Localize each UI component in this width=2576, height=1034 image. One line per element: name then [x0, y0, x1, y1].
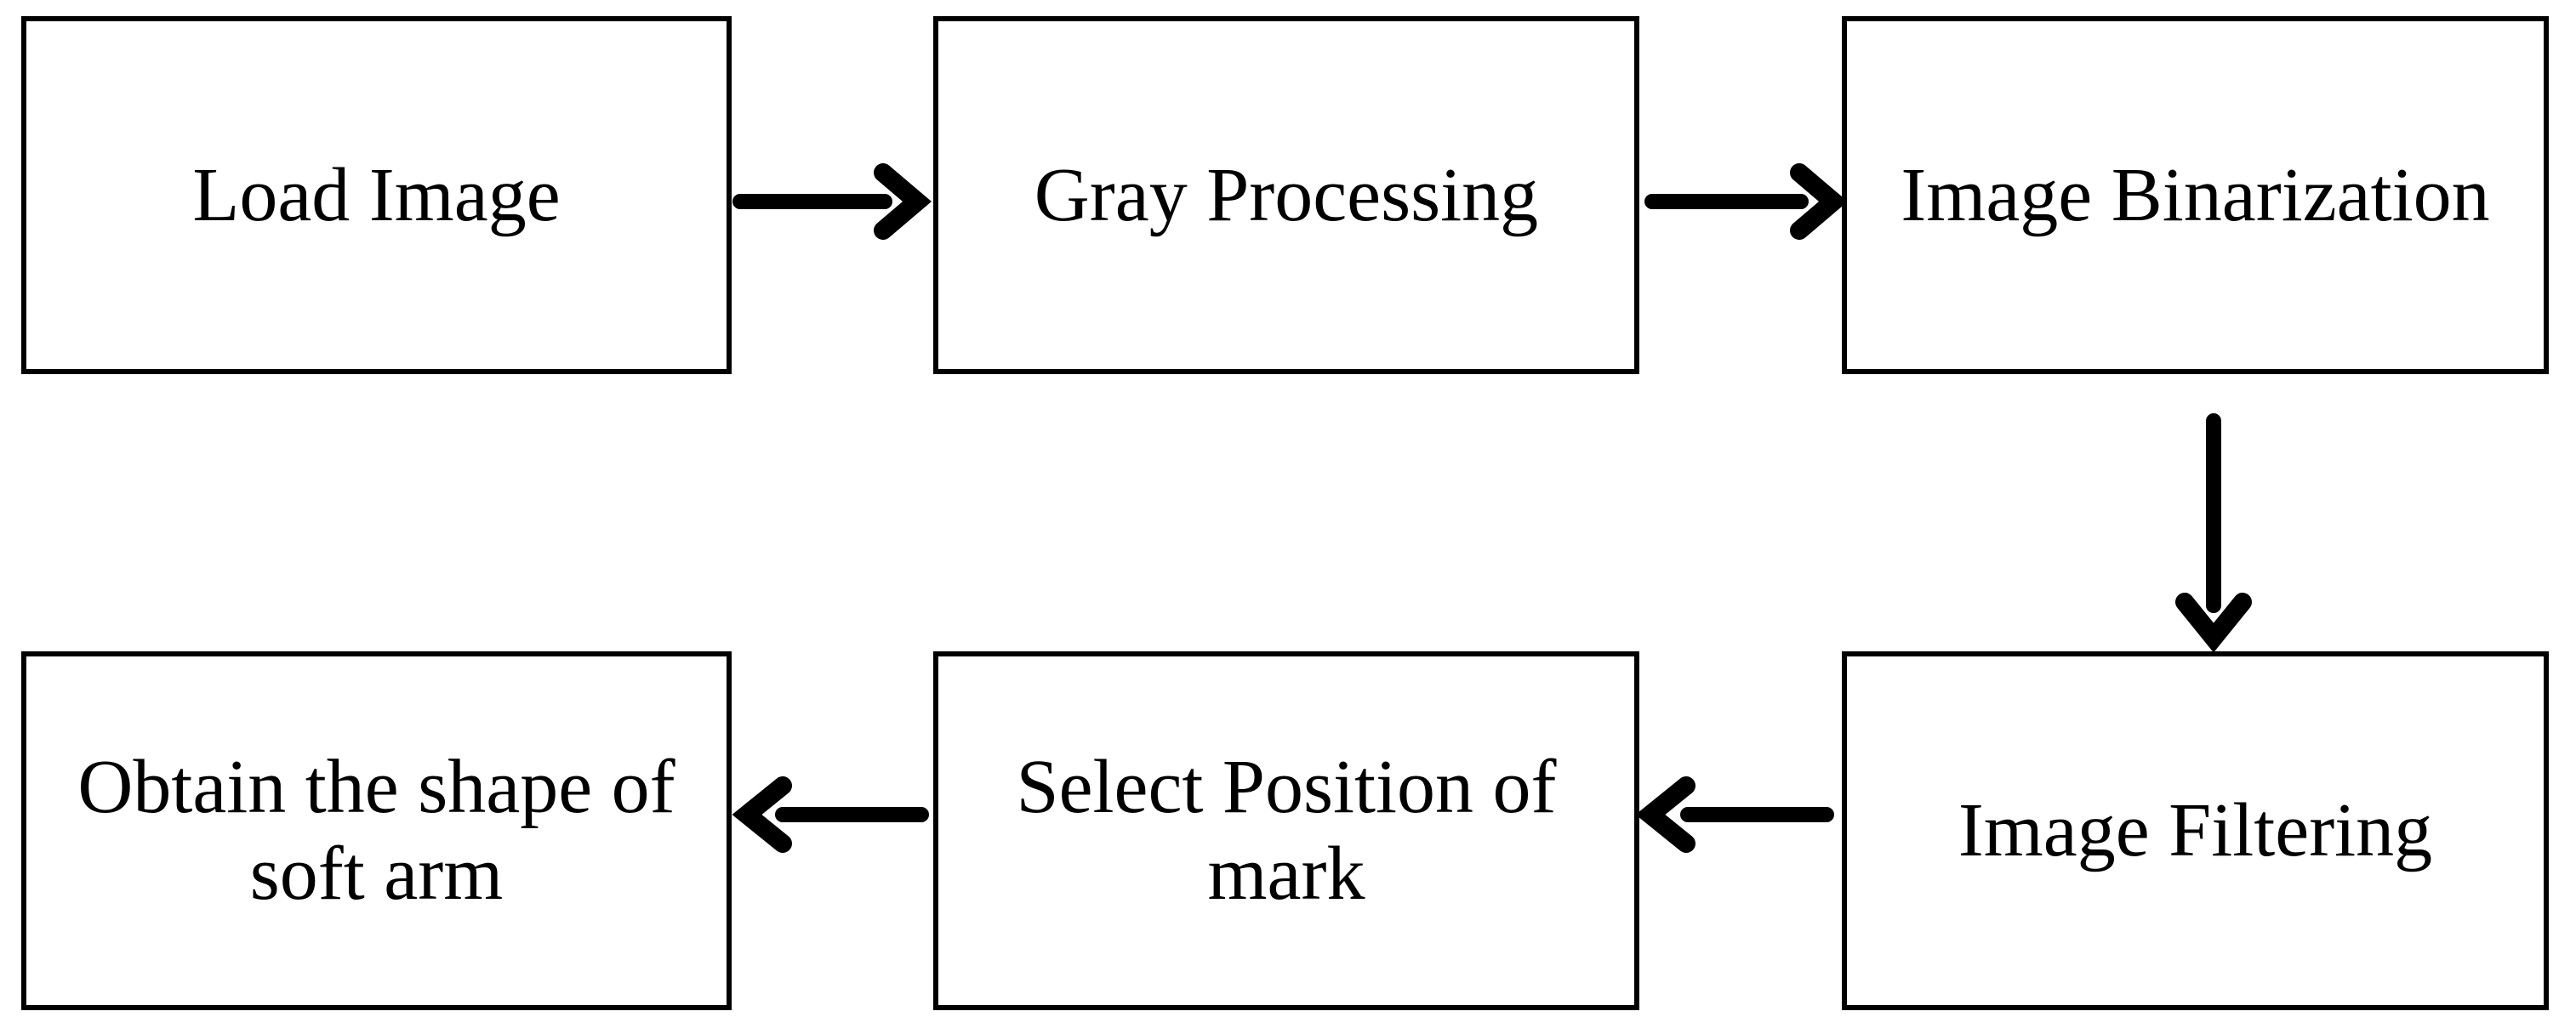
node-label: Gray Processing — [1034, 152, 1539, 237]
node-label-line: Obtain the shape of — [77, 745, 675, 830]
arrow-gray-processing-to-image-binarization-head — [1790, 163, 1848, 240]
arrow-image-filtering-to-select-position-of-mark-head — [1635, 776, 1695, 853]
node-label: Image Binarization — [1901, 152, 2490, 237]
flow-node-gray-processing: Gray Processing — [933, 16, 1639, 374]
arrow-select-position-of-mark-to-obtain-shape-of-soft-arm-head — [732, 776, 792, 853]
flow-node-image-binarization: Image Binarization — [1842, 16, 2549, 374]
arrow-load-image-to-gray-processing-head — [874, 163, 932, 240]
flow-node-select-position-of-mark: Select Position of mark — [933, 651, 1639, 1010]
flow-node-load-image: Load Image — [21, 16, 732, 374]
node-label-line: mark — [1207, 832, 1365, 916]
flow-node-obtain-shape-of-soft-arm: Obtain the shape of soft arm — [21, 651, 732, 1010]
arrow-image-filtering-to-select-position-of-mark — [1635, 776, 1834, 853]
node-label: Load Image — [192, 152, 561, 237]
arrow-gray-processing-to-image-binarization — [1644, 163, 1848, 240]
node-label-line: Select Position of — [1016, 745, 1557, 830]
arrow-image-binarization-to-image-filtering — [2175, 413, 2252, 653]
node-label-line: soft arm — [249, 832, 504, 916]
arrow-image-binarization-to-image-filtering-head — [2175, 593, 2252, 653]
arrow-load-image-to-gray-processing — [732, 163, 932, 240]
node-label: Image Filtering — [1958, 788, 2433, 873]
flow-node-image-filtering: Image Filtering — [1842, 651, 2549, 1010]
arrow-select-position-of-mark-to-obtain-shape-of-soft-arm — [732, 776, 929, 853]
